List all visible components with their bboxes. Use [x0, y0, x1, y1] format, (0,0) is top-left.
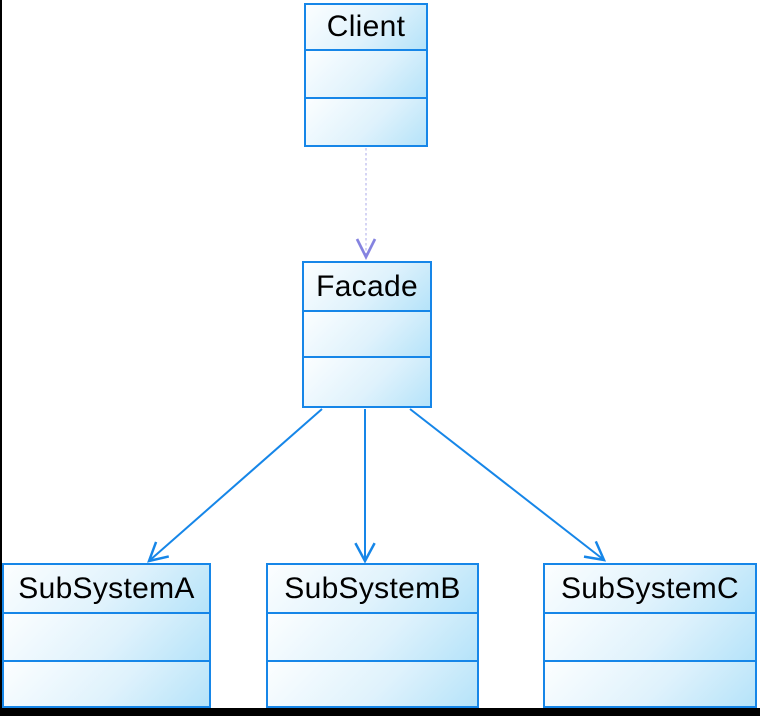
screenshot-left-edge — [0, 0, 2, 716]
class-operations-subsystem-a — [4, 660, 209, 706]
class-attributes-facade — [304, 310, 430, 356]
class-box-subsystem-c: SubSystemC — [543, 563, 757, 708]
class-name-client: Client — [306, 5, 426, 49]
class-operations-subsystem-c — [545, 660, 755, 706]
class-attributes-subsystem-b — [268, 612, 477, 660]
class-box-subsystem-a: SubSystemA — [2, 563, 211, 708]
class-operations-client — [306, 97, 426, 145]
connector-facade-to-subsystem-a — [147, 408, 323, 563]
class-name-facade: Facade — [304, 263, 430, 310]
class-operations-facade — [304, 356, 430, 406]
class-attributes-client — [306, 49, 426, 97]
class-name-subsystem-c: SubSystemC — [545, 565, 755, 612]
class-name-subsystem-b: SubSystemB — [268, 565, 477, 612]
class-name-subsystem-a: SubSystemA — [4, 565, 209, 612]
class-box-subsystem-b: SubSystemB — [266, 563, 479, 708]
class-attributes-subsystem-c — [545, 612, 755, 660]
class-box-client: Client — [304, 3, 428, 147]
screenshot-bottom-edge — [0, 708, 760, 716]
connector-facade-to-subsystem-c — [409, 408, 607, 562]
class-attributes-subsystem-a — [4, 612, 209, 660]
class-operations-subsystem-b — [268, 660, 477, 706]
class-box-facade: Facade — [302, 261, 432, 408]
